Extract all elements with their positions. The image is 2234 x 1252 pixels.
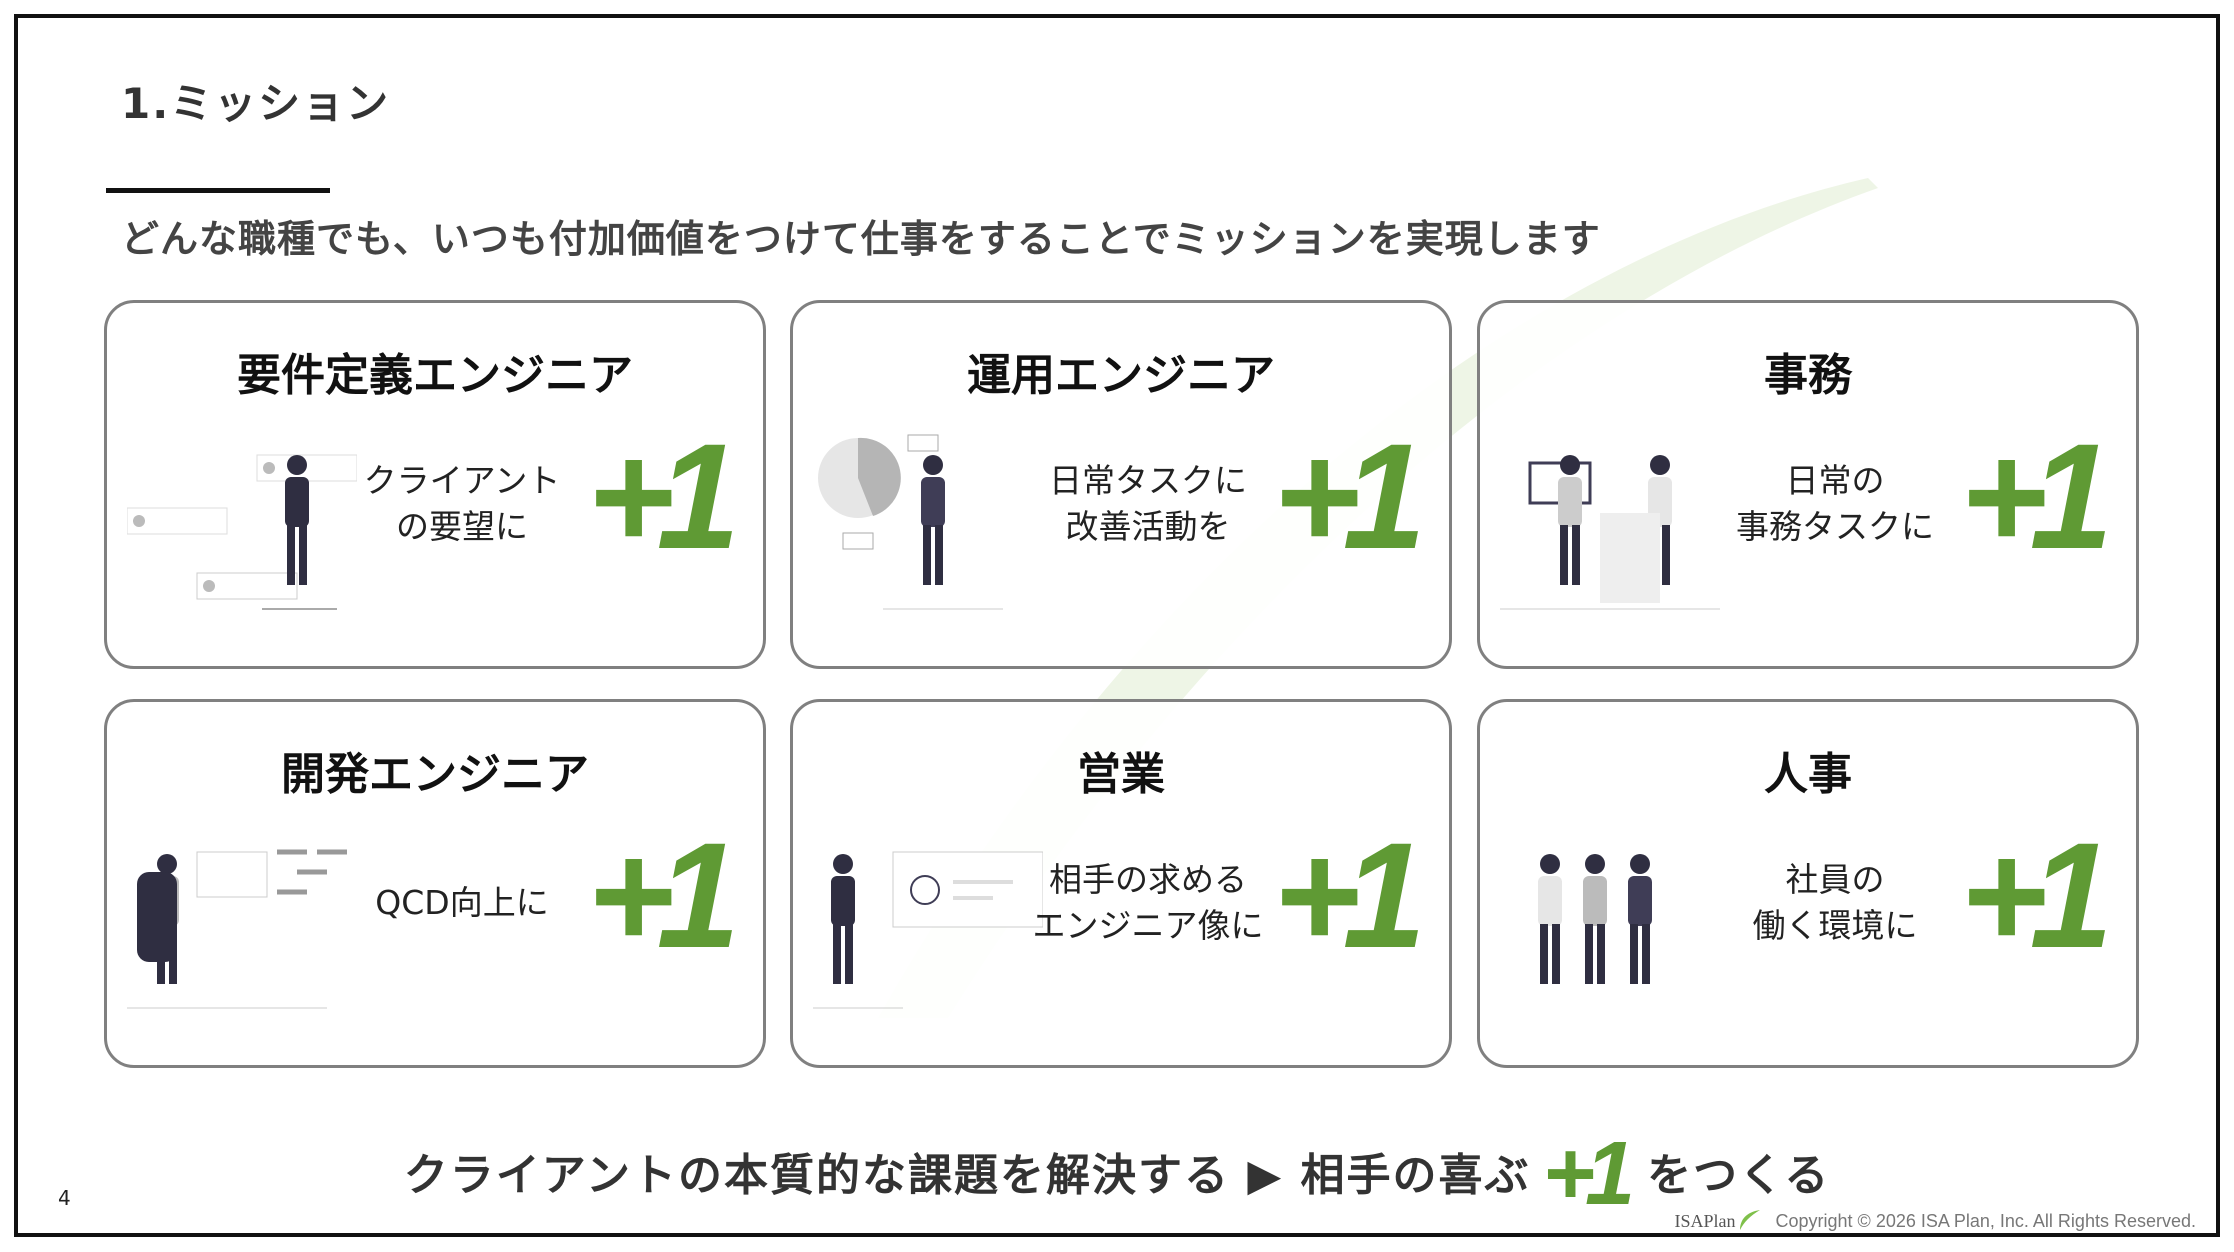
role-illustration bbox=[127, 849, 347, 1009]
description-line: QCD向上に bbox=[375, 883, 549, 922]
description-line: 事務タスクに bbox=[1736, 507, 1934, 546]
role-illustration bbox=[1500, 455, 1720, 610]
card-description: QCD向上に bbox=[332, 880, 592, 926]
logo-text: ISAPlan bbox=[1674, 1210, 1736, 1231]
description-line: の要望に bbox=[396, 507, 528, 546]
description-line: 相手の求める bbox=[1049, 860, 1247, 899]
company-logo: ISAPlan bbox=[1674, 1208, 1762, 1233]
role-illustration bbox=[127, 454, 357, 610]
plus-one-mark: +1 bbox=[1273, 412, 1426, 580]
description-line: 働く環境に bbox=[1752, 906, 1918, 945]
role-card: 事務 日常の事務タスクに +1 bbox=[1477, 300, 2139, 669]
mission-statement: どんな職種でも、いつも付加価値をつけて仕事をすることでミッションを実現します bbox=[121, 217, 1601, 261]
role-card: 要件定義エンジニア クライアントの要望に +1 bbox=[104, 300, 766, 669]
bottom-message-after: をつくる bbox=[1647, 1150, 1831, 1201]
description-line: 社員の bbox=[1785, 860, 1885, 899]
page-number: 4 bbox=[58, 1186, 71, 1210]
role-illustration bbox=[1538, 854, 1652, 984]
role-card: 運用エンジニア 日常タスクに改善活動を +1 bbox=[790, 300, 1452, 669]
description-line: エンジニア像に bbox=[1032, 906, 1264, 945]
card-title: 人事 bbox=[1764, 749, 1852, 800]
description-line: クライアント bbox=[363, 461, 561, 500]
card-title: 営業 bbox=[1077, 749, 1165, 800]
description-line: 日常の bbox=[1785, 461, 1885, 500]
card-title: 要件定義エンジニア bbox=[237, 350, 633, 401]
card-title: 開発エンジニア bbox=[281, 749, 589, 800]
role-illustration bbox=[813, 851, 1043, 1009]
plus-one-mark: +1 bbox=[1542, 1124, 1635, 1224]
card-description: 日常の事務タスクに bbox=[1705, 458, 1965, 550]
role-card: 人事 社員の働く環境に +1 bbox=[1477, 699, 2139, 1068]
card-title: 事務 bbox=[1764, 350, 1852, 401]
card-description: 社員の働く環境に bbox=[1705, 857, 1965, 949]
title-underline bbox=[106, 188, 330, 193]
role-card: 営業 相手の求めるエンジニア像に +1 bbox=[790, 699, 1452, 1068]
plus-one-mark: +1 bbox=[587, 811, 740, 979]
card-title: 運用エンジニア bbox=[967, 350, 1275, 401]
card-description: 日常タスクに改善活動を bbox=[1018, 458, 1278, 550]
plus-one-mark: +1 bbox=[587, 412, 740, 580]
plus-one-mark: +1 bbox=[1960, 412, 2113, 580]
card-description: 相手の求めるエンジニア像に bbox=[1018, 857, 1278, 949]
description-line: 改善活動を bbox=[1065, 507, 1231, 546]
description-line: 日常タスクに bbox=[1049, 461, 1247, 500]
role-card: 開発エンジニア QCD向上に +1 bbox=[104, 699, 766, 1068]
role-illustration bbox=[818, 434, 1003, 610]
plus-one-mark: +1 bbox=[1273, 811, 1426, 979]
slide: 1.ミッション どんな職種でも、いつも付加価値をつけて仕事をすることでミッション… bbox=[14, 14, 2220, 1237]
leaf-icon bbox=[1739, 1210, 1760, 1230]
plus-one-mark: +1 bbox=[1960, 811, 2113, 979]
page-title: 1.ミッション bbox=[121, 79, 391, 128]
copyright: Copyright © 2026 ISA Plan, Inc. All Righ… bbox=[1775, 1210, 2196, 1231]
footer: ISAPlan Copyright © 2026 ISA Plan, Inc. … bbox=[1674, 1208, 2196, 1233]
card-description: クライアントの要望に bbox=[332, 458, 592, 550]
bottom-message-before: クライアントの本質的な課題を解決する ▶ 相手の喜ぶ bbox=[403, 1150, 1531, 1201]
